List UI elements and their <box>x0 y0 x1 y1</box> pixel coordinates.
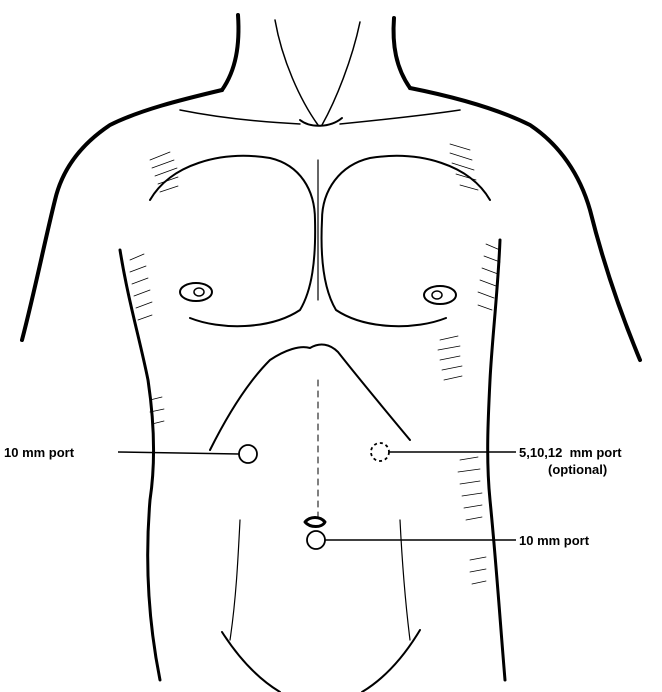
umbilicus <box>305 518 325 527</box>
left-nipple <box>180 283 212 301</box>
neck-muscle-left <box>275 20 318 125</box>
left-port-circle <box>239 445 257 463</box>
sternal-notch <box>300 118 342 126</box>
neck-muscle-right <box>322 22 360 125</box>
left-pectoral <box>150 156 315 326</box>
left-groin <box>222 632 280 692</box>
right-pectoral <box>322 156 490 326</box>
left-shoulder-line <box>22 90 222 340</box>
port-sites <box>239 443 389 549</box>
right-clavicle <box>340 110 460 124</box>
right-groin <box>362 630 420 692</box>
right-port-label-line1: 5,10,12 mm port <box>519 445 622 460</box>
right-port-circle-dashed <box>371 443 389 461</box>
left-port-leader <box>118 452 239 454</box>
right-areola-center <box>432 291 442 299</box>
right-port-label-line2: (optional) <box>548 462 607 477</box>
neck-right-line <box>394 18 410 88</box>
torso-outline <box>22 15 640 692</box>
abdomen-left-contour <box>230 520 240 640</box>
left-areola-center <box>194 288 204 296</box>
abdomen-right-contour <box>400 520 410 640</box>
right-nipple <box>424 286 456 304</box>
left-clavicle <box>180 110 300 124</box>
left-flank-line <box>120 250 160 680</box>
right-flank-line <box>488 240 505 680</box>
umbilical-port-circle <box>307 531 325 549</box>
left-port-label: 10 mm port <box>4 445 75 460</box>
umbilical-port-label: 10 mm port <box>519 533 590 548</box>
neck-left-line <box>222 15 238 90</box>
costal-arch <box>210 345 410 450</box>
